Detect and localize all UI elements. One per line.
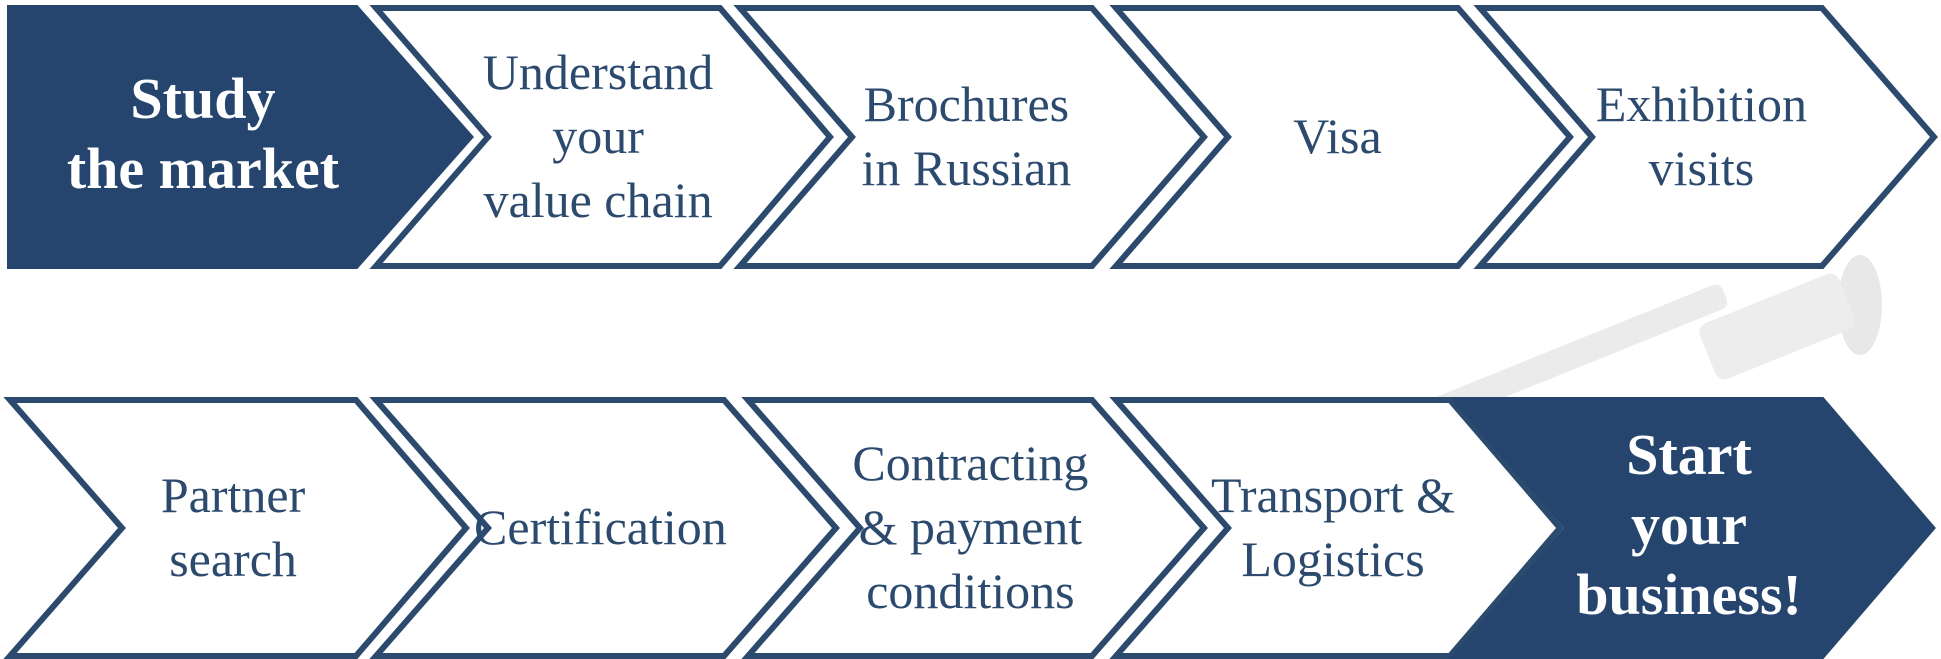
chevron: [1109, 397, 1564, 659]
step-label-line: your: [552, 108, 644, 164]
chevron: [3, 397, 470, 659]
step-label-line: your: [1631, 492, 1747, 557]
process-step: Brochures in Russian: [733, 5, 1208, 269]
chevron-highlighted: [1449, 397, 1936, 659]
step-label-line: in Russian: [862, 140, 1072, 196]
step-label: Exhibition visits: [1596, 76, 1807, 196]
step-label: Brochures in Russian: [862, 76, 1072, 196]
step-label-line: Brochures: [864, 76, 1070, 132]
step-label-line: Partner: [161, 467, 306, 523]
chevron-highlighted: [7, 5, 475, 269]
step-label-line: search: [169, 531, 297, 587]
step-label-line: the market: [67, 136, 340, 201]
chevron: [369, 5, 834, 269]
step-label-line: Exhibition: [1596, 76, 1807, 132]
step-label-line: & payment: [859, 499, 1083, 555]
step-label: Transport & Logistics: [1211, 467, 1455, 587]
chevron: [741, 397, 1208, 659]
step-label: Partner search: [161, 467, 306, 587]
step-label-line: conditions: [866, 563, 1074, 619]
step-label-line: Start: [1626, 422, 1752, 487]
step-label-line: Contracting: [852, 435, 1088, 491]
process-step: Partner search: [3, 397, 470, 659]
chevron: [1473, 5, 1938, 269]
step-label: Visa: [1293, 108, 1382, 164]
step-label-line: Visa: [1293, 108, 1382, 164]
chevron: [369, 397, 840, 659]
process-step: Certification: [369, 397, 840, 659]
step-label-line: Logistics: [1241, 531, 1424, 587]
step-label-line: Understand: [483, 44, 714, 100]
process-row-2: Partner search Certification Contracting & p…: [3, 397, 1936, 659]
process-step: Visa: [1109, 5, 1574, 269]
step-label: Certification: [474, 499, 727, 555]
step-label-line: visits: [1649, 140, 1755, 196]
step-label-line: Certification: [474, 499, 727, 555]
step-label-line: Transport &: [1211, 467, 1455, 523]
process-step: Exhibition visits: [1473, 5, 1938, 269]
step-label-line: business!: [1576, 562, 1802, 627]
process-step: Understand your value chain: [369, 5, 834, 269]
step-label: Contracting & payment conditions: [852, 435, 1088, 619]
step-label-line: Study: [130, 66, 275, 131]
process-step: Contracting & payment conditions: [741, 397, 1208, 659]
chevron: [1109, 5, 1574, 269]
step-label: Understand your value chain: [483, 44, 714, 228]
process-step: Transport & Logistics: [1109, 397, 1564, 659]
step-label-line: value chain: [484, 172, 713, 228]
chevron: [733, 5, 1208, 269]
